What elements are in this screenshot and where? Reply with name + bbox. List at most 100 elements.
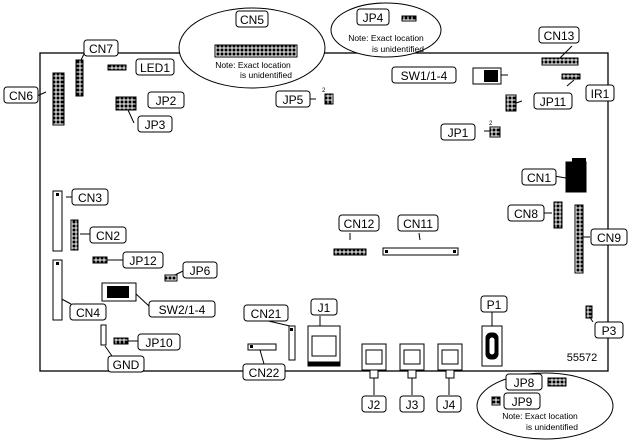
cn21-header xyxy=(288,325,296,361)
jp5-jumper xyxy=(324,93,334,105)
cn6-label: CN6 xyxy=(9,89,33,103)
cn8-label-box xyxy=(507,204,545,222)
jp12-label: JP12 xyxy=(129,254,157,268)
cn11-slot-pin-right xyxy=(453,250,456,253)
cn12-label-box xyxy=(338,214,380,232)
cn4-label: CN4 xyxy=(76,306,100,320)
j2-label-box xyxy=(361,395,387,413)
jp9-jumper xyxy=(491,396,501,406)
cn13-label: CN13 xyxy=(544,29,575,43)
jp4-note-line1: Note: Exact location xyxy=(348,33,424,43)
cn4-label-box xyxy=(69,303,107,321)
jp12-jumper xyxy=(92,256,108,264)
jp11-label: JP11 xyxy=(540,95,567,109)
sw1-label-box xyxy=(391,66,457,84)
cn11-label-box xyxy=(397,214,439,232)
cn22-label: CN22 xyxy=(249,366,280,380)
cn5-note-line1: Note: Exact location xyxy=(215,60,291,70)
cn3-label-box xyxy=(71,188,109,206)
jp6-jumper xyxy=(164,274,178,282)
jp4-label-box xyxy=(356,8,390,26)
sw2-label: SW2/1-4 xyxy=(159,303,206,317)
led1-label-box xyxy=(135,58,175,76)
cn2-label: CN2 xyxy=(96,229,120,243)
cn11-label: CN11 xyxy=(403,217,433,231)
cn9-label: CN9 xyxy=(597,231,621,245)
jp3-label-box xyxy=(137,115,173,133)
cn2-header xyxy=(70,219,79,251)
j4-label-box xyxy=(436,395,462,413)
jp11-jumper xyxy=(505,94,517,112)
led1-header xyxy=(107,64,127,71)
j1-connector xyxy=(307,325,341,367)
cn4-slot xyxy=(52,259,63,321)
cn5-label-box xyxy=(235,10,269,28)
ir1-header xyxy=(561,73,581,80)
cn22-header xyxy=(247,343,277,351)
p1-label-box xyxy=(480,295,508,313)
jp9-label-box xyxy=(503,392,541,410)
cn5-header xyxy=(214,44,298,58)
jp8-jumper xyxy=(547,377,567,387)
jp8-note-line2: is unidentified xyxy=(526,422,578,432)
cn21-label-box xyxy=(243,304,289,322)
jp8-label: JP8 xyxy=(514,376,535,390)
jp1-jumper xyxy=(489,126,501,138)
j2-label: J2 xyxy=(368,398,381,412)
jp6-label: JP6 xyxy=(190,264,211,278)
p1-label: P1 xyxy=(487,298,502,312)
jp2-jp3-block xyxy=(115,96,137,111)
jp8-note-line1: Note: Exact location xyxy=(502,411,578,421)
ir1-label: IR1 xyxy=(591,87,610,101)
audio-jacks xyxy=(361,343,463,379)
cn13-label-box xyxy=(538,26,580,44)
sw2-switch-block xyxy=(107,286,129,298)
jp5-pin-number: 2 xyxy=(322,88,326,94)
jp11-label-box xyxy=(533,92,573,110)
cn8-header xyxy=(553,201,563,229)
jp4-jumper xyxy=(401,15,417,22)
cn6-label-box xyxy=(3,86,39,104)
sw2-label-box xyxy=(148,300,216,318)
jp2-label: JP2 xyxy=(156,94,177,108)
p3-label: P3 xyxy=(602,324,617,338)
p1-connector xyxy=(481,325,503,367)
jp2-label-box xyxy=(147,91,185,109)
jp5-label-box xyxy=(275,90,311,108)
gnd-post xyxy=(100,324,107,346)
cn21-header-pin xyxy=(290,328,293,331)
p3-label-box xyxy=(594,321,624,339)
jp10-label-box xyxy=(137,333,181,351)
cn9-header xyxy=(574,204,584,274)
jp4-note-line2: is unidentified xyxy=(372,44,424,54)
sw1-switch-block xyxy=(484,70,498,82)
j3-label-box xyxy=(399,395,425,413)
jp4-label: JP4 xyxy=(363,11,384,25)
cn1-connector xyxy=(565,161,587,193)
cn1-connector-top xyxy=(572,158,586,162)
sw1-label: SW1/1-4 xyxy=(401,69,448,83)
cn1-label: CN1 xyxy=(527,171,551,185)
part-number: 55572 xyxy=(567,352,598,364)
jp9-label: JP9 xyxy=(512,395,533,409)
cn8-label: CN8 xyxy=(514,207,538,221)
jp1-label: JP1 xyxy=(448,126,469,140)
cn22-label-box xyxy=(242,363,286,381)
p3-header xyxy=(585,305,593,319)
cn1-label-box xyxy=(521,168,557,186)
cn7-label-box xyxy=(83,39,119,57)
jp1-pin-number: 2 xyxy=(489,121,493,127)
cn7-label: CN7 xyxy=(89,42,113,56)
cn12-label: CN12 xyxy=(344,217,375,231)
jp3-label: JP3 xyxy=(145,118,166,132)
jp5-label: JP5 xyxy=(283,93,304,107)
cn22-header-pin xyxy=(250,345,253,348)
cn5-label: CN5 xyxy=(240,13,264,27)
cn11-slot xyxy=(382,247,459,256)
cn6-header xyxy=(52,72,65,126)
jp6-label-box xyxy=(182,261,218,279)
cn3-slot-pin xyxy=(56,193,59,196)
cn3-label: CN3 xyxy=(78,191,102,205)
cn21-label: CN21 xyxy=(251,307,282,321)
